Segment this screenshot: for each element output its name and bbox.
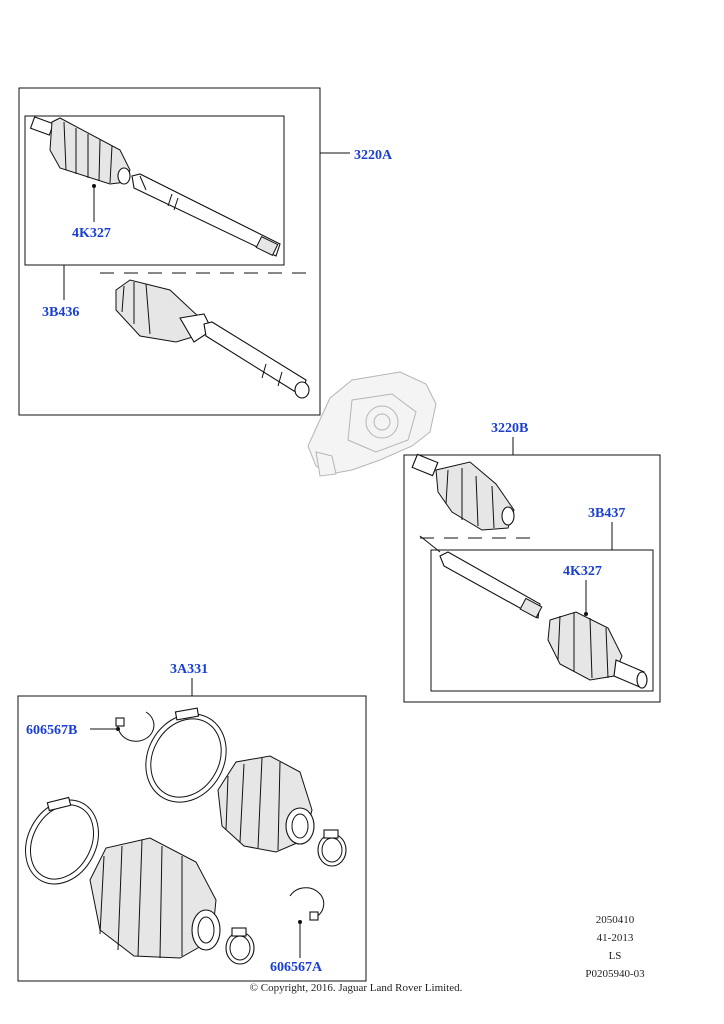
drawing-meta-4: P0205940-03	[585, 968, 645, 980]
boot-clamp-band-large	[145, 707, 227, 803]
driveshaft-inner-assembly-top	[29, 116, 281, 257]
callout-3B436[interactable]: 3B436	[42, 305, 80, 320]
boot-clamp-small-lower	[225, 927, 255, 965]
drawing-meta-2: 41-2013	[596, 932, 634, 944]
boot-clip-606567B	[115, 711, 155, 742]
cv-boot-upper	[217, 755, 315, 853]
callout-4K327-right[interactable]: 4K327	[563, 564, 602, 579]
drawing-meta-3: LS	[608, 950, 622, 962]
callout-4K327-top[interactable]: 4K327	[72, 226, 111, 241]
cv-boot-lower	[89, 837, 221, 959]
callout-606567B[interactable]: 606567B	[26, 723, 78, 738]
drawing-meta-1: 2050410	[595, 914, 635, 926]
driveshaft-inner-assembly-bottom	[115, 279, 310, 399]
group-4K327-inner-frame	[24, 115, 285, 266]
group-3220B-frame	[403, 454, 661, 703]
driveshaft-outer-assembly-bottom	[439, 551, 648, 689]
callout-3220A[interactable]: 3220A	[354, 148, 393, 163]
callout-3B437[interactable]: 3B437	[588, 506, 626, 521]
callout-3220B[interactable]: 3220B	[491, 421, 529, 436]
boot-clamp-small-upper	[317, 829, 347, 867]
copyright-notice: © Copyright, 2016. Jaguar Land Rover Lim…	[249, 982, 463, 994]
driveshaft-outer-assembly-top	[411, 453, 515, 531]
callout-3A331[interactable]: 3A331	[170, 662, 209, 677]
group-3220A-frame	[18, 87, 321, 416]
differential-housing-ghost	[307, 371, 437, 477]
boot-clamp-band-medium	[25, 796, 99, 885]
boot-clip-606567A	[289, 887, 325, 921]
callout-606567A[interactable]: 606567A	[270, 960, 323, 975]
group-3B437-inner-frame	[430, 549, 654, 692]
